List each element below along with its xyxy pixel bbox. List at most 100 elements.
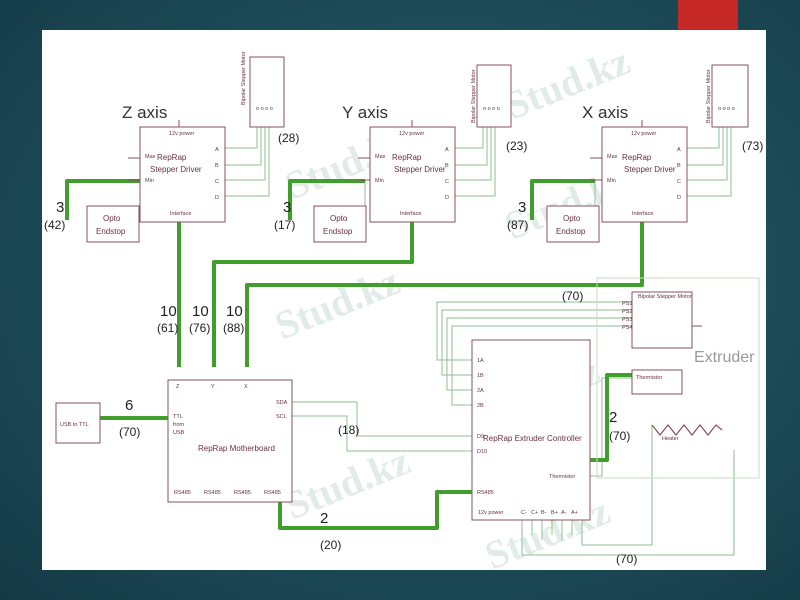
ec-pin-d9: D9 xyxy=(477,434,484,440)
mb-ttl-1: TTL xyxy=(173,414,183,420)
z-out-d: D xyxy=(215,195,219,201)
x-driver-box xyxy=(601,126,688,223)
z-endstop-cable xyxy=(65,179,140,220)
usb-box xyxy=(55,402,101,444)
extruder-motor-ref: (70) xyxy=(562,289,583,303)
z-bus-count: 10 xyxy=(160,303,177,320)
z-out-a: A xyxy=(215,147,219,153)
ec-title: RepRap Extruder Controller xyxy=(483,434,582,443)
x-driver-interface: Interface xyxy=(632,211,653,217)
ec-pin-2b: 2B xyxy=(477,403,484,409)
y-driver-title: RepRap xyxy=(392,153,422,162)
extruder-motor-pin-3: PS3 xyxy=(622,317,632,323)
y-bus-ref: (76) xyxy=(189,321,210,335)
z-axis-driver: Z axis 12v power RepRap Stepper Driver M… xyxy=(122,103,226,223)
x-motor-box xyxy=(711,64,749,128)
ec-pin-cp: C+ xyxy=(531,510,538,516)
y-endstop: Opto Endstop 3 (17) xyxy=(274,199,367,243)
y-out-a: A xyxy=(445,147,449,153)
usb-ref: (70) xyxy=(119,425,140,439)
z-driver-max: Max xyxy=(145,154,156,160)
mb-rs485-1: RS485 xyxy=(174,490,191,496)
ec-pin-1a: 1A xyxy=(477,358,484,364)
y-driver-max: Max xyxy=(375,154,386,160)
extruder-motor-pin-2: PS2 xyxy=(622,309,632,315)
z-out-b: B xyxy=(215,163,219,169)
y-motor-dots: o o o o xyxy=(483,106,500,112)
extruder-controller-box xyxy=(471,339,591,521)
y-out-b: B xyxy=(445,163,449,169)
x-out-c: C xyxy=(677,179,681,185)
rs485-ref: (20) xyxy=(320,538,341,552)
extruder-label: Extruder xyxy=(694,349,755,366)
y-out-c: C xyxy=(445,179,449,185)
rs485-count: 2 xyxy=(320,510,328,527)
mb-ttl-3: USB xyxy=(173,430,185,436)
z-endstop: Opto Endstop 3 (42) xyxy=(44,199,140,243)
mb-title: RepRap Motherboard xyxy=(198,444,275,453)
ec-power: 12v power xyxy=(478,510,504,516)
y-motor-label: Bipolar Stepper Motor xyxy=(471,69,477,123)
extruder-enclosure xyxy=(596,277,760,479)
x-endstop-line2: Endstop xyxy=(556,227,586,236)
usb-to-ttl: USB to TTL 6 (70) xyxy=(55,397,140,444)
extruder-thermistor-cable xyxy=(590,373,632,462)
ec-pin-cm: C- xyxy=(521,510,527,516)
y-bus-count: 10 xyxy=(192,303,209,320)
x-axis-label: X axis xyxy=(582,103,628,122)
extruder-motor-label: Bipolar Stepper Motor xyxy=(638,294,692,300)
z-driver-power: 12v power xyxy=(169,131,195,137)
watermark-3: Stud.kz xyxy=(269,258,406,348)
x-bus-cable xyxy=(245,222,644,367)
ec-pin-ap: A+ xyxy=(571,510,578,516)
z-driver-min: Min xyxy=(145,178,154,184)
extruder-motor-pin-4: PS4 xyxy=(622,325,632,331)
ec-pin-bm: B- xyxy=(541,510,547,516)
bus-cable-labels: 10 (61) 10 (76) 10 (88) xyxy=(157,303,244,335)
y-out-d: D xyxy=(445,195,449,201)
y-endstop-count: 3 xyxy=(283,199,291,216)
mb-scl: SCL xyxy=(276,414,287,420)
mb-rs485-3: RS485 xyxy=(234,490,251,496)
x-driver-min: Min xyxy=(607,178,616,184)
z-motor-dots: o o o o xyxy=(256,106,273,112)
y-endstop-cable xyxy=(288,179,365,220)
z-motor-ref: (28) xyxy=(278,131,299,145)
z-endstop-ref: (42) xyxy=(44,218,65,232)
y-endstop-line1: Opto xyxy=(330,214,348,223)
z-endstop-box xyxy=(86,205,140,243)
ec-thermistor: Thermistor xyxy=(549,474,575,480)
extruder: Extruder Bipolar Stepper Motor PS1 PS2 P… xyxy=(562,277,760,566)
ec-pin-am: A- xyxy=(561,510,567,516)
x-endstop-line1: Opto xyxy=(563,214,581,223)
ec-pin-rs485: RS485 xyxy=(477,490,494,496)
x-out-b: B xyxy=(677,163,681,169)
z-motor-label: Bipolar Stepper Motor xyxy=(241,51,247,105)
heater-coil xyxy=(651,424,723,436)
x-endstop-box xyxy=(546,205,600,243)
y-motor: Bipolar Stepper Motor o o o o (23) xyxy=(471,64,527,153)
z-endstop-line2: Endstop xyxy=(96,227,126,236)
z-endstop-line1: Opto xyxy=(103,214,121,223)
x-driver-max: Max xyxy=(607,154,618,160)
accent-bar xyxy=(678,0,738,30)
mb-ttl-2: from xyxy=(173,422,184,428)
z-motor-box xyxy=(249,56,285,128)
mb-port-y: Y xyxy=(211,384,215,390)
x-bus-ref: (88) xyxy=(223,321,244,335)
x-motor-label: Bipolar Stepper Motor xyxy=(706,69,712,123)
y-driver-subtitle: Stepper Driver xyxy=(394,165,446,174)
ec-pin-2a: 2A xyxy=(477,388,484,394)
extruder-bottom-ref: (70) xyxy=(616,552,637,566)
slide-canvas: Stud.kz Stud.kz Stud.kz Stud.kz Stud.kz … xyxy=(42,30,766,570)
mb-port-x: X xyxy=(244,384,248,390)
motherboard-box xyxy=(167,379,293,503)
y-driver-power: 12v power xyxy=(399,131,425,137)
mb-rs485-4: RS485 xyxy=(264,490,281,496)
mb-rs485-2: RS485 xyxy=(204,490,221,496)
y-motor-box xyxy=(476,64,512,128)
z-motor: Bipolar Stepper Motor o o o o (28) xyxy=(241,51,299,145)
z-driver-interface: Interface xyxy=(170,211,191,217)
x-endstop-ref: (87) xyxy=(507,218,528,232)
extruder-cable-ref: (70) xyxy=(609,429,630,443)
